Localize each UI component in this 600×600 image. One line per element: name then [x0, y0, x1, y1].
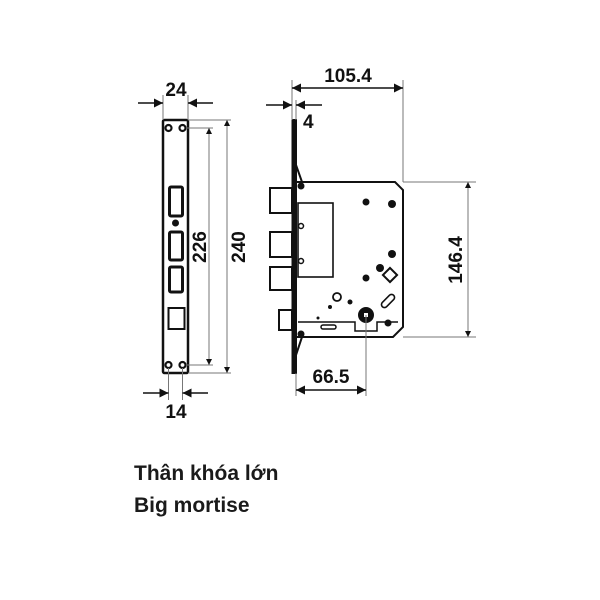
- dim-faceplate-thickness: 4: [303, 112, 314, 133]
- caption-vietnamese: Thân khóa lớn: [134, 462, 279, 485]
- dim-hole-spacing-height: 226: [190, 231, 211, 263]
- dim-body-depth: 105.4: [324, 66, 372, 87]
- dim-backset: 66.5: [313, 367, 350, 388]
- dim-hole-spacing-width: 14: [165, 402, 187, 423]
- dim-body-height: 146.4: [446, 236, 467, 284]
- faceplate-dimensions: [138, 95, 231, 400]
- dim-faceplate-width: 24: [165, 80, 187, 101]
- lock-body-side-view: [269, 119, 404, 374]
- dim-faceplate-height: 240: [229, 231, 250, 263]
- lock-body-screws: [297, 182, 396, 338]
- caption-english: Big mortise: [134, 494, 250, 517]
- faceplate-front-view: [161, 118, 190, 375]
- lock-body-dimensions: [266, 80, 476, 396]
